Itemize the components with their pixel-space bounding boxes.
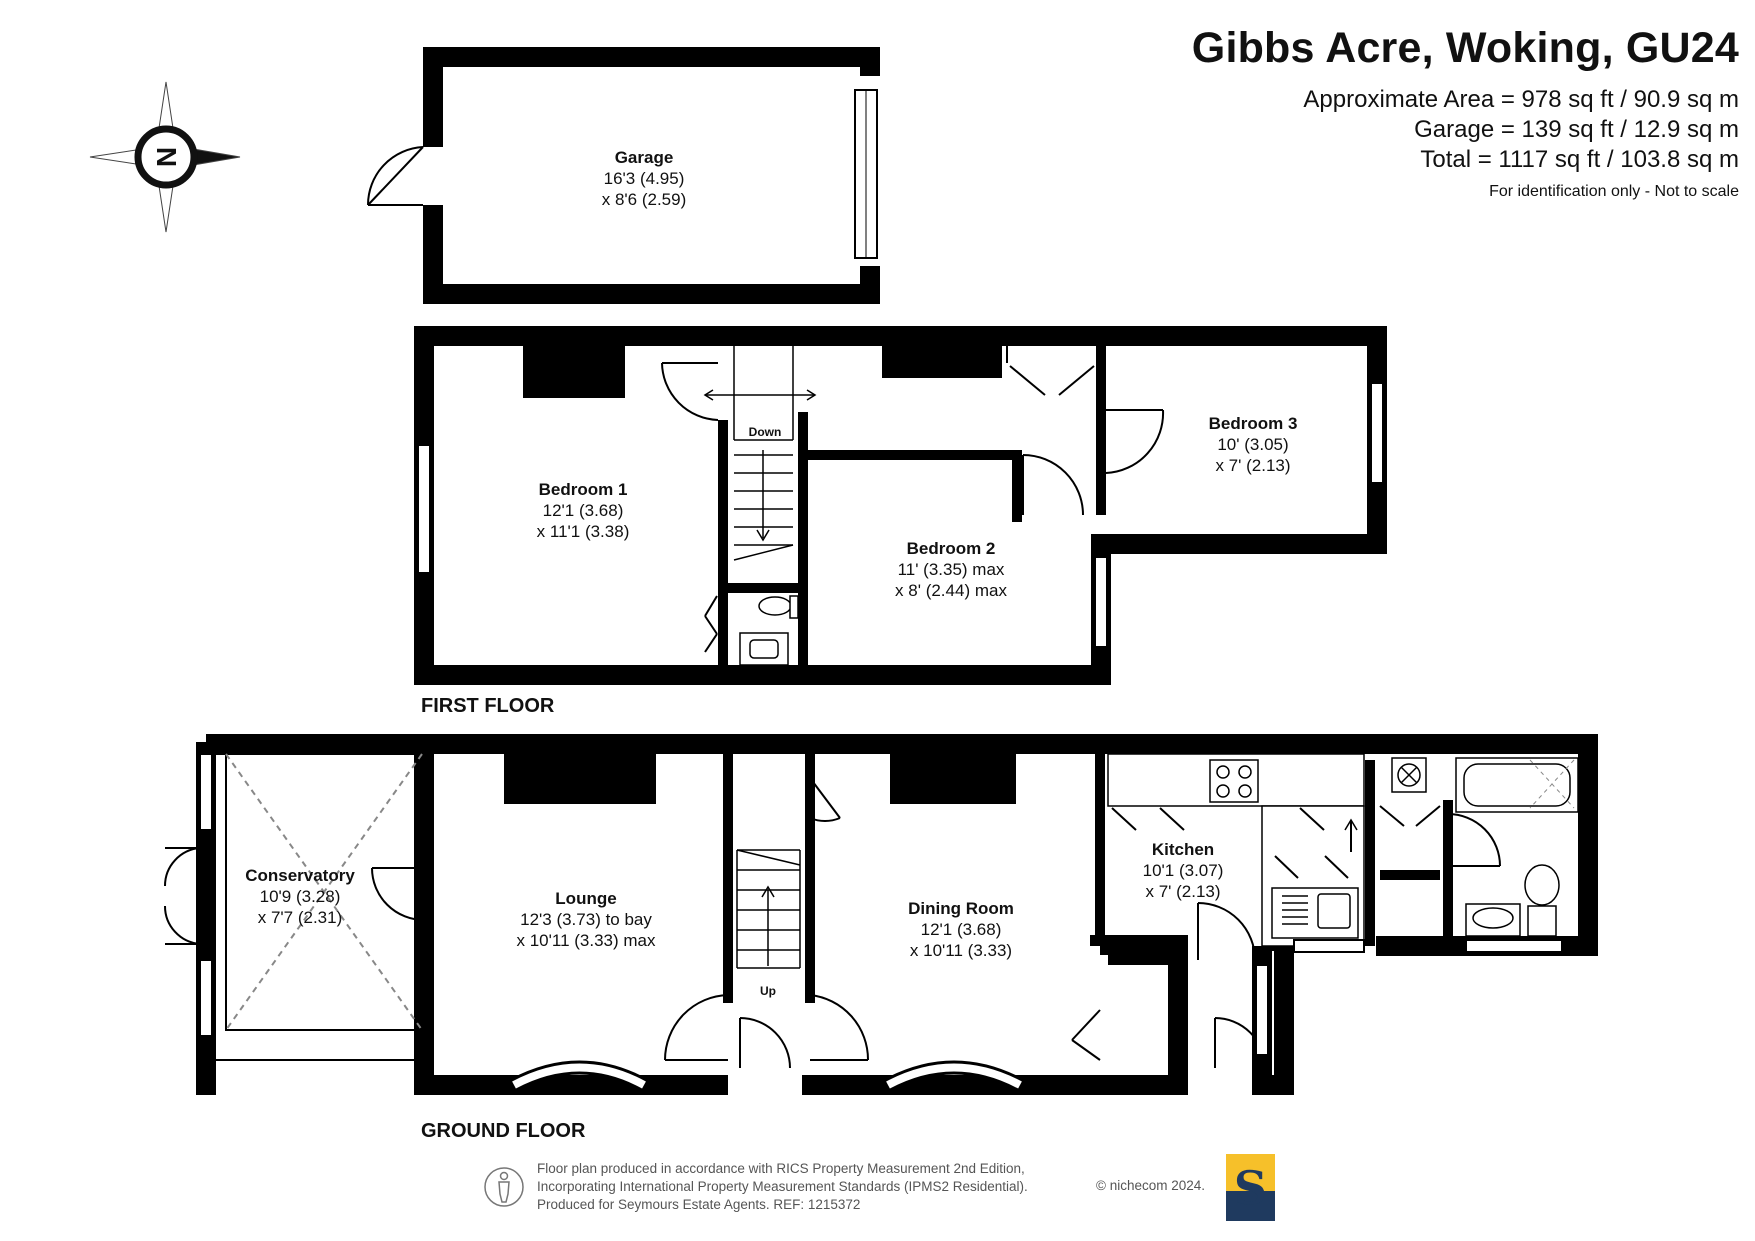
room-dim-2: x 8'6 (2.59) — [601, 190, 687, 209]
room-garage: Garage 16'3 (4.95) x 8'6 (2.59) — [602, 147, 687, 210]
room-kitchen: Kitchen 10'1 (3.07) x 7' (2.13) — [1143, 839, 1224, 902]
room-name: Bedroom 3 — [1208, 414, 1298, 433]
room-dim-1: 12'1 (3.68) — [542, 501, 624, 520]
room-name: Lounge — [555, 889, 617, 908]
first-floor-label: FIRST FLOOR — [421, 695, 555, 717]
first-floor-walls — [414, 326, 1387, 685]
room-dim-2: x 10'11 (3.33) — [909, 941, 1013, 960]
room-bedroom-3: Bedroom 3 10' (3.05) x 7' (2.13) — [1209, 413, 1298, 476]
room-dim-2: x 10'11 (3.33) max — [516, 931, 656, 950]
room-lounge: Lounge 12'3 (3.73) to bay x 10'11 (3.33)… — [517, 888, 656, 951]
room-name: Garage — [614, 148, 674, 167]
garage-area: Garage = 139 sq ft / 12.9 sq m — [1414, 116, 1739, 143]
room-name: Bedroom 2 — [906, 539, 996, 558]
room-dim-1: 10' (3.05) — [1217, 435, 1289, 454]
footer-line-2: Incorporating International Property Mea… — [537, 1179, 1028, 1194]
logo-letter: S — [1233, 1161, 1268, 1215]
room-dining-room: Dining Room 12'1 (3.68) x 10'11 (3.33) — [908, 898, 1014, 961]
room-dim-2: x 7'7 (2.31) — [257, 908, 343, 927]
garage-walls — [423, 47, 880, 304]
room-dim-1: 10'9 (3.28) — [259, 887, 341, 906]
compass-north-letter: N — [151, 147, 182, 167]
room-bedroom-2: Bedroom 2 11' (3.35) max x 8' (2.44) max — [895, 538, 1007, 601]
identification-note: For identification only - Not to scale — [1489, 183, 1739, 200]
person-icon — [484, 1167, 524, 1207]
room-name: Bedroom 1 — [538, 480, 628, 499]
compass-rose-icon: N — [89, 81, 241, 233]
room-dim-1: 11' (3.35) max — [897, 560, 1005, 579]
room-dim-1: 16'3 (4.95) — [603, 169, 685, 188]
copyright: © nichecom 2024. — [1096, 1178, 1206, 1193]
footer-line-1: Floor plan produced in accordance with R… — [537, 1161, 1025, 1176]
room-dim-1: 12'1 (3.68) — [920, 920, 1002, 939]
footer-text: Floor plan produced in accordance with R… — [537, 1160, 1028, 1214]
footer-line-3: Produced for Seymours Estate Agents. REF… — [537, 1197, 861, 1212]
property-title: Gibbs Acre, Woking, GU24 — [1191, 24, 1739, 72]
room-dim-1: 10'1 (3.07) — [1142, 861, 1224, 880]
room-name: Dining Room — [908, 899, 1014, 918]
room-conservatory: Conservatory 10'9 (3.28) x 7'7 (2.31) — [245, 865, 355, 928]
room-name: Conservatory — [245, 866, 355, 885]
stairs-down-label: Down — [748, 425, 782, 439]
room-bedroom-1: Bedroom 1 12'1 (3.68) x 11'1 (3.38) — [537, 479, 630, 542]
agent-logo-icon: S — [1226, 1154, 1275, 1221]
stairs-up-label: Up — [760, 984, 776, 998]
room-dim-2: x 11'1 (3.38) — [536, 522, 630, 541]
room-dim-2: x 7' (2.13) — [1145, 882, 1221, 901]
room-dim-2: x 7' (2.13) — [1215, 456, 1291, 475]
approximate-area: Approximate Area = 978 sq ft / 90.9 sq m — [1303, 86, 1739, 113]
ground-floor-label: GROUND FLOOR — [421, 1120, 586, 1142]
room-dim-1: 12'3 (3.73) to bay — [520, 910, 652, 929]
room-dim-2: x 8' (2.44) max — [895, 581, 1007, 600]
total-area: Total = 1117 sq ft / 103.8 sq m — [1420, 146, 1739, 173]
room-name: Kitchen — [1151, 840, 1215, 859]
garage-side-door — [366, 146, 424, 206]
